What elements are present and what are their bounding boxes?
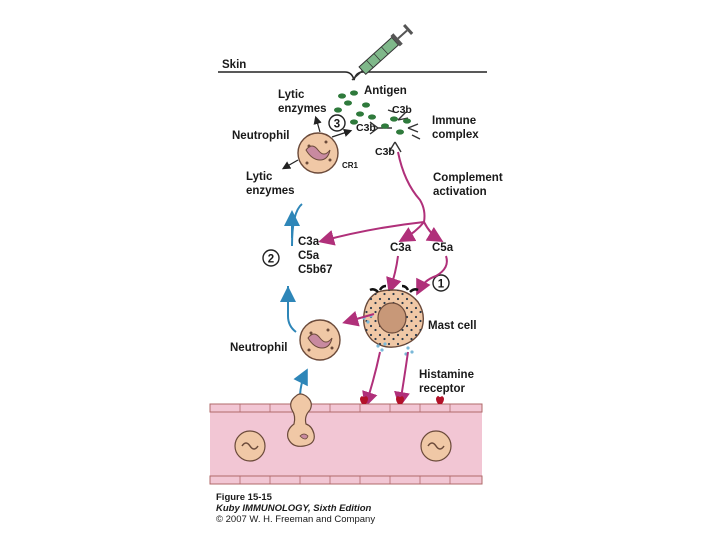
c3b-top-label: C3b [392,104,412,116]
lytic-release-arrow-left [281,159,299,170]
mast-cell-to-neutrophil-arrow [342,311,375,327]
c5a-to-mast-cell-arrow [416,255,448,296]
antigen-label: Antigen [364,85,407,97]
neutrophil-top-label: Neutrophil [232,130,290,142]
histamine-receptor-line1: Histamine [419,369,474,381]
immune-complex-icon [369,109,421,153]
antigen-particles [334,90,376,125]
c5a-label: C5a [432,242,454,254]
lytic-release-arrow-up [313,115,322,133]
histamine-receptor-icons [360,396,444,404]
immune-complex-label-line1: Immune [432,115,476,127]
histamine-granules [362,314,414,356]
complement-activation-path [397,151,426,223]
arrow-to-c5a [423,221,444,243]
complement-activation-line2: activation [433,186,487,198]
syringe-icon [351,24,414,81]
histamine-to-receptor-arrow-2 [394,351,410,408]
c3b-bottom-label: C3b [375,146,395,158]
anaphylatoxin-c5b67: C5b67 [298,264,333,276]
cr1-label: CR1 [342,161,359,170]
anaphylatoxin-c5a: C5a [298,250,320,262]
neutrophil-bottom-label: Neutrophil [230,342,288,354]
vessel-wall-bottom [209,475,483,485]
c3a-to-mast-cell-arrow [386,255,402,294]
skin-layer: Skin [218,59,487,81]
step-3-number: 3 [334,119,340,131]
immune-complex-label-line2: complex [432,129,479,141]
complement-activation-line1: Complement [433,172,503,184]
book-title: Kuby IMMUNOLOGY, Sixth Edition [216,503,372,514]
copyright-line: © 2007 W. H. Freeman and Company [216,514,375,525]
lytic-enzymes-top-line1: Lytic [278,89,305,101]
figure-number: Figure 15-15 [216,492,273,503]
histamine-to-receptor-arrow-1 [362,351,381,408]
arrow-to-anaphylatoxins [318,221,425,246]
step-1-badge: 1 [432,274,450,292]
arrow-to-c3a [398,221,425,242]
blood-neutrophil-left-icon [234,430,266,462]
extravasating-neutrophil-icon [287,393,315,447]
lytic-enzymes-left-line1: Lytic [246,171,273,183]
neutrophil-top-icon [297,132,339,174]
lytic-release-arrow-right [331,128,353,138]
mast-cell-icon [362,284,425,348]
c3b-left-label: C3b [356,122,376,134]
neutrophil-path-lower [287,286,297,333]
histamine-receptor-line2: receptor [419,383,466,395]
step-2-badge: 2 [262,249,280,267]
lytic-enzymes-top-line2: enzymes [278,103,327,115]
step-3-badge: 3 [328,114,346,132]
lytic-enzymes-left-line2: enzymes [246,185,295,197]
c3a-label: C3a [390,242,412,254]
step-2-number: 2 [268,254,274,266]
step-1-number: 1 [438,279,445,291]
blood-neutrophil-right-icon [420,430,452,462]
anaphylatoxin-c3a: C3a [298,236,320,248]
skin-label: Skin [222,59,246,71]
mast-cell-label: Mast cell [428,320,477,332]
vessel-wall-top [209,403,483,413]
neutrophil-bottom-icon [299,319,341,361]
